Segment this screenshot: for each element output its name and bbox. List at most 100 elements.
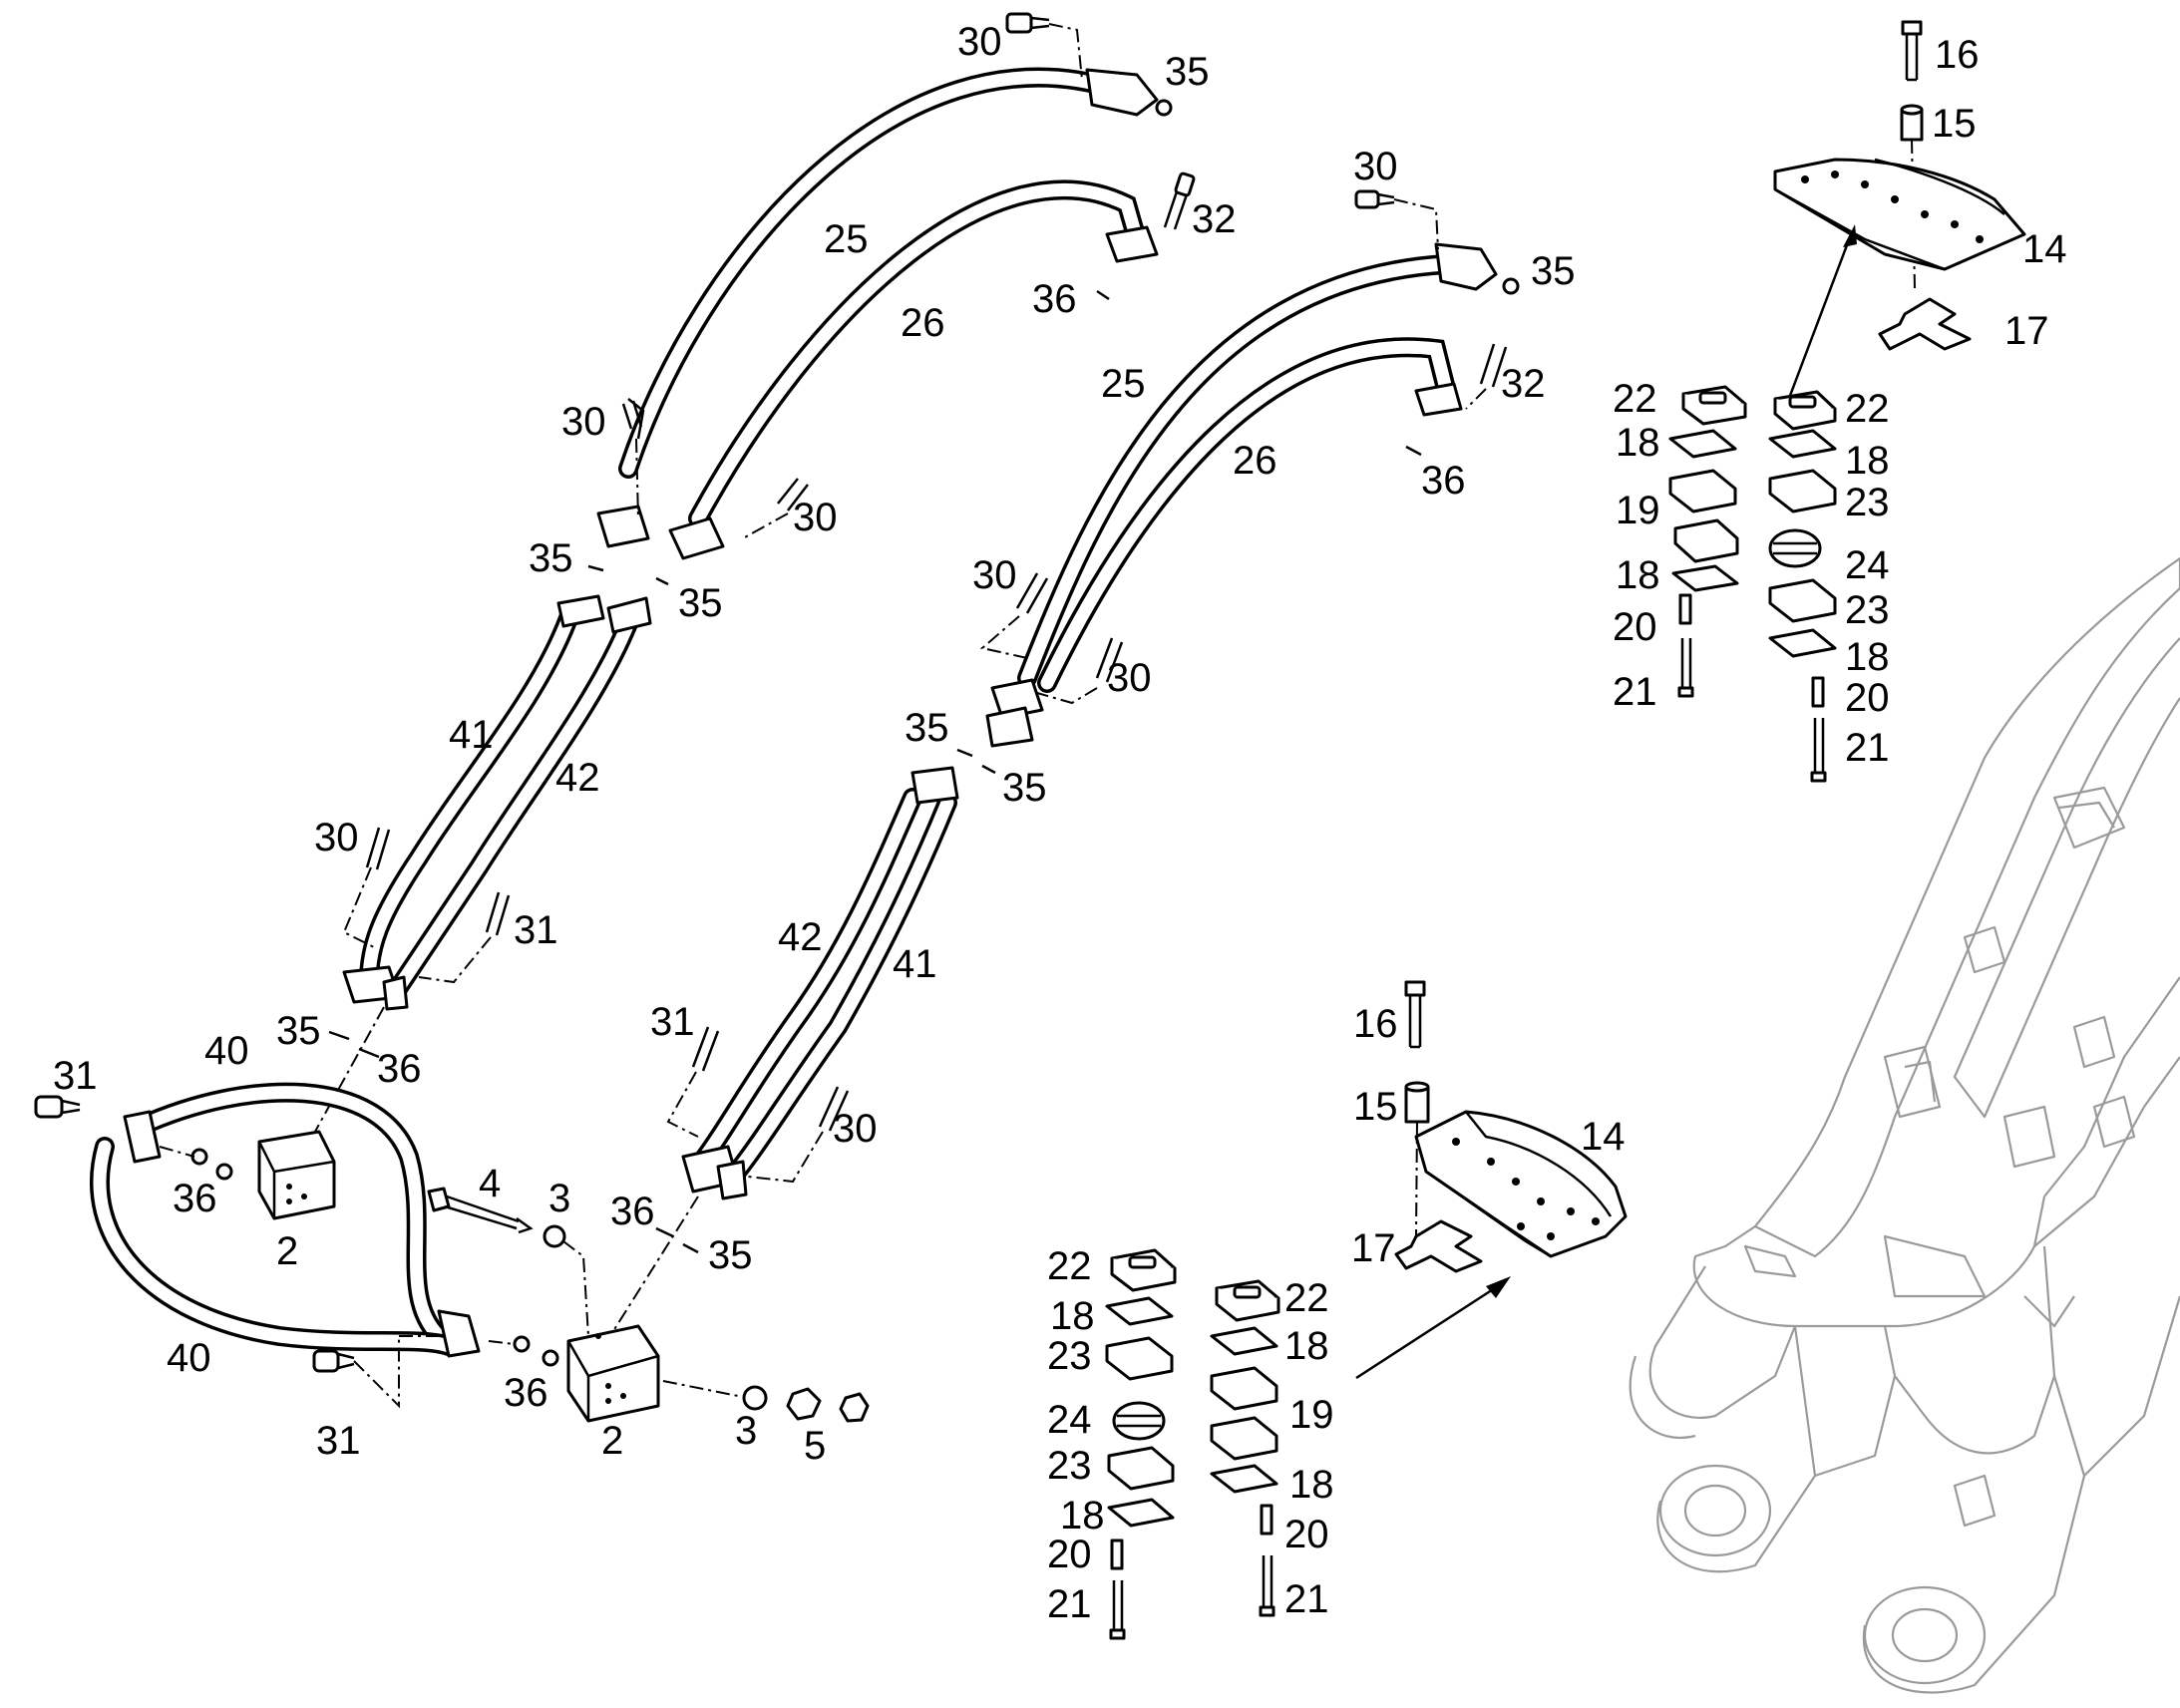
o-ring [190,1148,208,1166]
seal-35 [981,764,996,775]
arrow-bottom [1355,1282,1502,1380]
label-30: 30 [561,400,606,444]
hose-fitting [123,1110,162,1164]
label-15: 15 [1932,102,1977,146]
label-24: 24 [1047,1398,1092,1442]
label-36: 36 [610,1190,655,1233]
label-36: 36 [1032,277,1077,321]
label-32: 32 [1192,197,1237,241]
label-36: 36 [1421,459,1466,503]
flange-fitting [382,975,409,1011]
label-36: 36 [173,1177,217,1220]
hose-25-left [618,67,1127,479]
label-18: 18 [1616,553,1660,597]
label-26: 26 [1233,439,1277,483]
label-25: 25 [1101,362,1146,406]
o-ring-35-center [1502,277,1520,295]
clamp-plate-17-bottom [1394,1219,1483,1273]
label-20: 20 [1047,1533,1092,1576]
label-22: 22 [1284,1276,1329,1320]
label-31: 31 [53,1054,98,1098]
hose-42-center [688,788,922,1177]
flange-fitting [910,766,959,805]
hose-40-upper [130,1082,449,1346]
flange-fitting [985,706,1034,748]
label-3: 3 [548,1177,570,1220]
label-42: 42 [555,756,600,800]
flange-fitting [668,516,725,560]
flange-fitting [556,594,605,628]
label-40: 40 [167,1336,211,1380]
screw-30 [621,398,645,440]
label-20: 20 [1613,605,1657,649]
label-41: 41 [893,942,937,986]
label-18: 18 [1845,439,1890,483]
label-30: 30 [833,1107,878,1151]
label-22: 22 [1613,377,1657,421]
label-23: 23 [1845,588,1890,632]
label-22: 22 [1047,1244,1092,1288]
label-21: 21 [1613,670,1657,714]
hose-fitting [437,1309,481,1358]
label-35: 35 [905,706,949,750]
label-30: 30 [314,816,359,859]
label-30: 30 [1353,145,1398,188]
clamp-stack-d [1210,1279,1280,1617]
label-31: 31 [316,1419,361,1463]
label-35: 35 [678,581,723,625]
hose-25-center [1017,254,1456,688]
nut-5 [839,1392,870,1423]
seal-35 [328,1030,350,1041]
o-ring-35-top [1155,99,1173,117]
label-35: 35 [708,1233,753,1277]
label-2: 2 [601,1419,623,1463]
label-31: 31 [650,1000,695,1044]
label-18: 18 [1060,1494,1105,1537]
label-20: 20 [1845,676,1890,720]
screw-31-bottom [312,1349,355,1373]
label-18: 18 [1050,1294,1095,1338]
label-21: 21 [1047,1582,1092,1626]
label-18: 18 [1284,1324,1329,1368]
label-31: 31 [514,908,558,952]
label-35: 35 [1002,766,1047,810]
bracket-14-top [1773,158,2026,271]
clamp-plate-17-top [1878,297,1972,351]
label-17: 17 [1351,1226,1396,1270]
label-21: 21 [1284,1577,1329,1621]
screw-30 [818,1086,850,1132]
label-41: 41 [449,713,494,757]
screw-32-center [1479,343,1508,388]
label-15: 15 [1353,1085,1398,1129]
label-4: 4 [479,1162,501,1205]
label-35: 35 [529,536,573,580]
flange-fitting [990,678,1044,720]
label-18: 18 [1289,1463,1334,1507]
valve-block-2-left [257,1130,336,1220]
seal-35 [956,748,973,758]
label-42: 42 [778,915,823,959]
screw-30 [1015,572,1049,614]
bolt-16-top [1901,20,1923,82]
hose-41-center [723,793,957,1187]
washer-3 [742,1385,768,1411]
label-30: 30 [793,496,838,539]
label-24: 24 [1845,543,1890,587]
screw-31-left [34,1095,81,1119]
flange-clamp [1105,225,1159,263]
label-35: 35 [1165,50,1210,94]
hose-41-left [359,608,578,992]
seal-35 [655,576,669,586]
label-3: 3 [735,1409,757,1453]
label-26: 26 [901,301,945,345]
arrow-top [1783,236,1852,410]
screw-30-top [1005,12,1050,34]
o-ring [215,1163,233,1181]
label-19: 19 [1616,489,1660,532]
seal-36 [655,1226,674,1238]
label-30: 30 [1107,656,1152,700]
seal-35 [682,1242,699,1254]
label-19: 19 [1289,1393,1334,1437]
label-32: 32 [1501,362,1546,406]
clamp-stack-b [1768,390,1837,783]
